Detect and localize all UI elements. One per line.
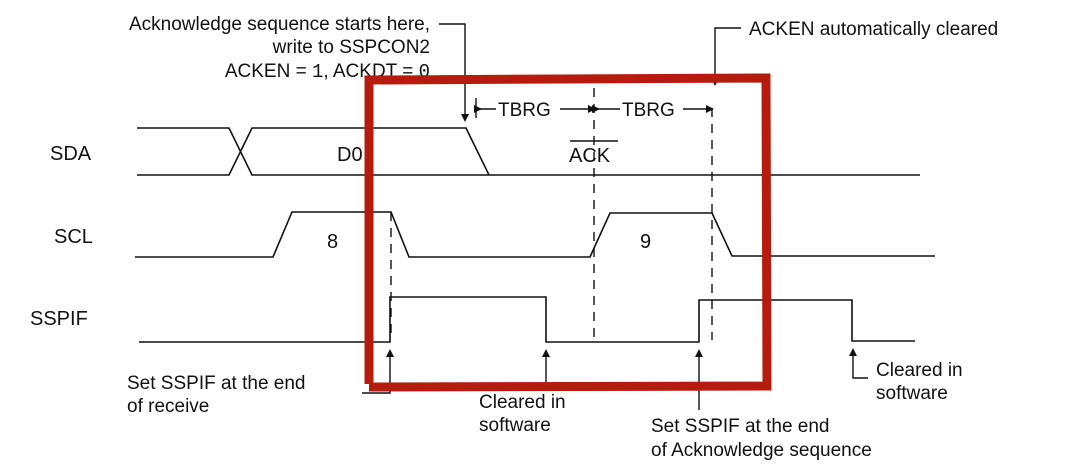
annotation-set-sspif-ack: Set SSPIF at the end of Acknowledge sequ… [651, 349, 872, 461]
sspif-waveform [139, 296, 915, 343]
svg-text:ACKEN automatically cleared: ACKEN automatically cleared [749, 19, 998, 40]
annotation-ack-start: Acknowledge sequence starts here, write … [129, 14, 469, 122]
sda-data-bit-label: D0 [337, 144, 363, 166]
svg-text:write to SSPCON2: write to SSPCON2 [272, 37, 430, 58]
svg-text:Cleared in: Cleared in [876, 360, 963, 381]
signal-label-sspif: SSPIF [30, 308, 88, 330]
svg-text:TBRG: TBRG [622, 100, 675, 121]
scl-clock-9-label: 9 [640, 231, 651, 253]
svg-text:of receive: of receive [127, 396, 209, 417]
svg-text:ACK: ACK [569, 145, 611, 167]
svg-text:of Acknowledge sequence: of Acknowledge sequence [651, 440, 872, 461]
annotation-set-sspif-receive: Set SSPIF at the end of receive [127, 349, 394, 417]
svg-text:Set SSPIF at the end: Set SSPIF at the end [127, 373, 306, 394]
annotation-acken-cleared: ACKEN automatically cleared [711, 19, 998, 86]
signal-label-sda: SDA [50, 143, 92, 165]
scl-clock-8-label: 8 [327, 231, 338, 253]
tbrg-dimension-1: TBRG [474, 98, 596, 121]
scl-waveform [135, 211, 935, 258]
svg-text:Cleared in: Cleared in [479, 392, 566, 413]
sda-waveform [137, 127, 920, 176]
annotation-cleared-right: Cleared in software [849, 348, 963, 404]
svg-text:Acknowledge sequence starts he: Acknowledge sequence starts here, [129, 14, 430, 35]
highlight-box [364, 73, 772, 392]
svg-text:software: software [479, 415, 551, 436]
signal-label-scl: SCL [54, 226, 93, 248]
svg-text:TBRG: TBRG [498, 100, 551, 121]
svg-text:Set SSPIF at the end: Set SSPIF at the end [651, 416, 830, 437]
svg-text:software: software [876, 383, 948, 404]
tbrg-dimension-2: TBRG [592, 100, 714, 121]
annotation-cleared-mid: Cleared in software [479, 349, 566, 436]
